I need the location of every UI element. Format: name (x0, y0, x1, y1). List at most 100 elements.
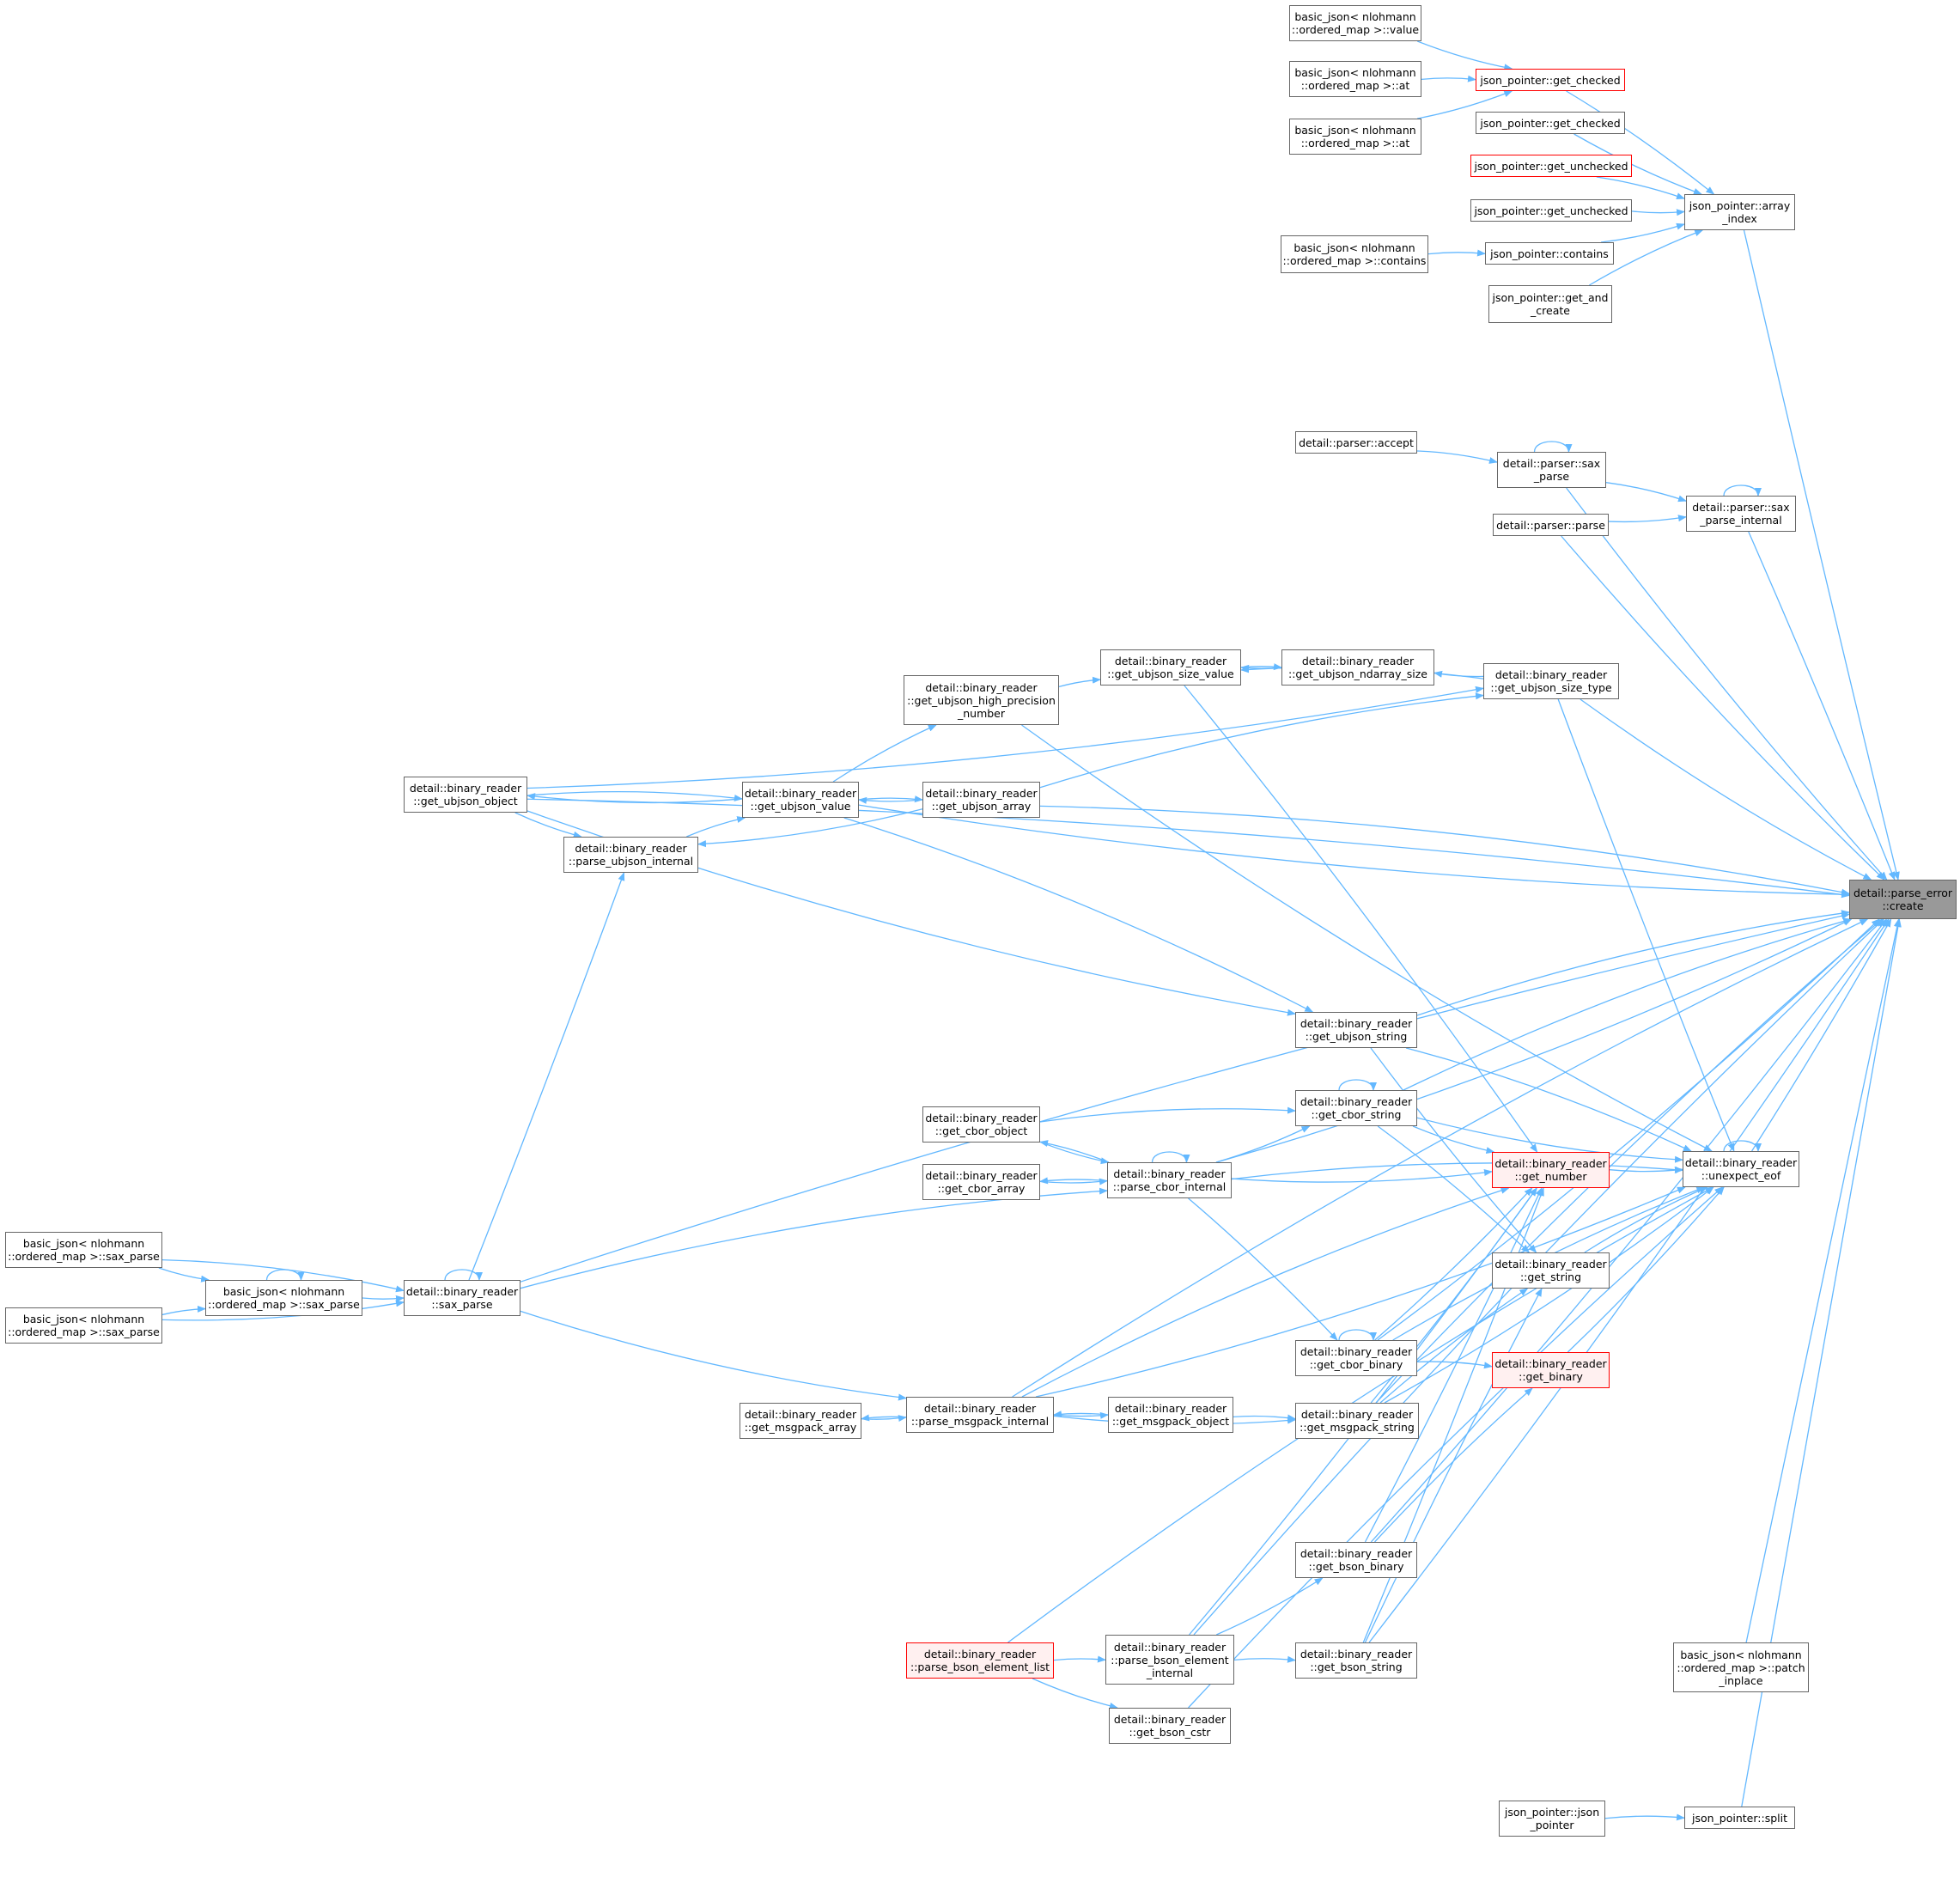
node-jp-get-and-create[interactable]: json_pointer::get_and _create (1488, 285, 1612, 323)
node-br-sax-parse[interactable]: detail::binary_reader ::sax_parse (404, 1280, 520, 1316)
node-bj-at1[interactable]: basic_json< nlohmann ::ordered_map >::at (1289, 61, 1421, 97)
node-parser-sax-parse[interactable]: detail::parser::sax _parse (1497, 452, 1606, 488)
node-jp-get-checked[interactable]: json_pointer::get_checked (1476, 112, 1625, 134)
edge-br-parse-bson-element-internal-to-br-get-bson-binary (1215, 1577, 1324, 1636)
node-br-parse-cbor-internal[interactable]: detail::binary_reader ::parse_cbor_inter… (1107, 1162, 1232, 1198)
edge-br-get-ubjson-string-to-br-get-string (1370, 1047, 1537, 1253)
edge-bj-at2-to-jp-get-checked-r (1417, 90, 1513, 119)
edge-br-get-ubjson-object-to-parse-error-create (527, 798, 1850, 899)
edge-br-parse-msgpack-internal-to-br-get-msgpack-object (1053, 1411, 1109, 1419)
edge-br-get-ubjson-array-to-br-get-ubjson-value (858, 796, 923, 804)
edge-br-parse-cbor-internal-to-br-get-cbor-object (1039, 1140, 1109, 1163)
edge-br-get-msgpack-object-to-br-get-msgpack-string (1233, 1414, 1296, 1422)
node-br-get-msgpack-array[interactable]: detail::binary_reader ::get_msgpack_arra… (740, 1403, 861, 1439)
node-br-unexpect-eof[interactable]: detail::binary_reader ::unexpect_eof (1683, 1151, 1799, 1187)
node-br-get-number[interactable]: detail::binary_reader ::get_number (1492, 1152, 1610, 1188)
edge-br-get-msgpack-array-to-br-parse-msgpack-internal (861, 1415, 907, 1423)
node-parser-parse[interactable]: detail::parser::parse (1493, 514, 1609, 536)
edge-bj-at1-to-jp-get-checked-r (1421, 75, 1476, 82)
node-br-get-msgpack-object[interactable]: detail::binary_reader ::get_msgpack_obje… (1108, 1397, 1233, 1433)
node-br-get-msgpack-string[interactable]: detail::binary_reader ::get_msgpack_stri… (1295, 1403, 1419, 1439)
node-br-get-ubjson-value[interactable]: detail::binary_reader ::get_ubjson_value (742, 782, 859, 818)
node-br-get-ubjson-ndarray-size[interactable]: detail::binary_reader ::get_ubjson_ndarr… (1281, 649, 1434, 686)
node-br-get-bson-cstr[interactable]: detail::binary_reader ::get_bson_cstr (1109, 1708, 1231, 1744)
node-br-get-ubjson-object[interactable]: detail::binary_reader ::get_ubjson_objec… (404, 777, 527, 813)
edge-jp-contains-to-jp-array-index (1600, 222, 1685, 243)
edge-bj-value-to-jp-get-checked-r (1416, 40, 1513, 71)
node-br-get-bson-binary[interactable]: detail::binary_reader ::get_bson_binary (1295, 1542, 1417, 1578)
edge-parser-parse-to-parse-error-create (1561, 535, 1885, 881)
node-br-get-cbor-binary[interactable]: detail::binary_reader ::get_cbor_binary (1295, 1340, 1417, 1376)
edge-br-parse-bson-element-list-to-br-parse-bson-element-internal (1053, 1655, 1106, 1663)
edge-br-get-cbor-string-to-parse-error-create (1403, 917, 1853, 1091)
node-br-get-cbor-array[interactable]: detail::binary_reader ::get_cbor_array (922, 1164, 1040, 1200)
node-jp-get-unchecked[interactable]: json_pointer::get_unchecked (1470, 199, 1632, 222)
node-jp-contains[interactable]: json_pointer::contains (1485, 242, 1614, 265)
node-br-get-ubjson-size-type[interactable]: detail::binary_reader ::get_ubjson_size_… (1483, 663, 1619, 699)
edge-br-get-cbor-binary-to-br-get-number (1374, 1187, 1533, 1341)
node-bj-at2[interactable]: basic_json< nlohmann ::ordered_map >::at (1289, 119, 1421, 155)
node-br-parse-bson-element-list[interactable]: detail::binary_reader ::parse_bson_eleme… (906, 1642, 1054, 1679)
edge-br-get-cbor-string-to-br-get-string (1377, 1125, 1531, 1253)
edge-br-get-string-to-br-unexpect-eof (1584, 1186, 1708, 1253)
edge-br-sax-parse-to-br-parse-msgpack-internal (520, 1310, 907, 1401)
edge-br-parse-bson-element-internal-to-br-get-bson-string (1233, 1655, 1296, 1663)
node-br-get-ubjson-string[interactable]: detail::binary_reader ::get_ubjson_strin… (1295, 1012, 1417, 1048)
edge-parser-sax-parse-internal-to-parser-sax-parse-internal (1723, 484, 1762, 497)
node-bj-sax-parse-a[interactable]: basic_json< nlohmann ::ordered_map >::sa… (5, 1232, 162, 1268)
edge-br-get-ubjson-object-to-br-get-ubjson-size-type (527, 686, 1484, 789)
node-br-parse-ubjson-internal[interactable]: detail::binary_reader ::parse_ubjson_int… (563, 837, 698, 873)
node-bj-patch-inplace[interactable]: basic_json< nlohmann ::ordered_map >::pa… (1673, 1642, 1809, 1692)
edge-jp-json-pointer-to-jp-split (1604, 1813, 1685, 1821)
node-jp-array-index[interactable]: json_pointer::array _index (1684, 194, 1795, 230)
node-parse-error-create[interactable]: detail::parse_error ::create (1849, 880, 1957, 919)
edge-br-unexpect-eof-to-parse-error-create (1751, 918, 1892, 1152)
edge-br-get-ubjson-high-precision-number-to-br-get-ubjson-size-value (1058, 676, 1101, 688)
edge-br-get-ubjson-object-to-br-parse-ubjson-internal (514, 812, 582, 838)
edge-br-get-ubjson-value-to-br-get-ubjson-array (858, 795, 923, 803)
edge-br-get-bson-string-to-parse-error-create (1368, 918, 1890, 1643)
node-br-get-cbor-object[interactable]: detail::binary_reader ::get_cbor_object (922, 1106, 1040, 1143)
edge-br-get-msgpack-object-to-br-parse-msgpack-internal (1053, 1411, 1109, 1418)
edge-bj-sax-parse-c-to-br-sax-parse (161, 1300, 405, 1321)
node-br-parse-msgpack-internal[interactable]: detail::binary_reader ::parse_msgpack_in… (906, 1397, 1054, 1433)
node-br-parse-bson-element-internal[interactable]: detail::binary_reader ::parse_bson_eleme… (1105, 1635, 1234, 1685)
node-bj-value[interactable]: basic_json< nlohmann ::ordered_map >::va… (1289, 5, 1421, 41)
edge-br-parse-cbor-internal-to-parse-error-create (1216, 918, 1853, 1163)
edge-br-parse-cbor-internal-to-br-get-number (1231, 1169, 1493, 1183)
edge-br-get-cbor-string-to-br-get-cbor-string (1338, 1079, 1377, 1091)
edge-parser-sax-parse-to-parser-sax-parse (1533, 441, 1573, 453)
edge-br-get-ubjson-array-to-br-parse-ubjson-internal (697, 808, 923, 848)
edge-br-parse-msgpack-internal-to-parse-error-create (1012, 918, 1869, 1398)
edge-br-parse-bson-element-list-to-br-get-bson-cstr (1032, 1678, 1118, 1709)
node-parser-accept[interactable]: detail::parser::accept (1295, 431, 1417, 454)
node-br-get-ubjson-array[interactable]: detail::binary_reader ::get_ubjson_array (922, 782, 1040, 818)
node-parser-sax-parse-internal[interactable]: detail::parser::sax _parse_internal (1686, 496, 1796, 532)
node-br-get-bson-string[interactable]: detail::binary_reader ::get_bson_string (1295, 1642, 1417, 1679)
edge-br-get-cbor-binary-to-parse-error-create (1377, 918, 1880, 1341)
node-br-get-string[interactable]: detail::binary_reader ::get_string (1492, 1252, 1610, 1289)
edge-br-get-cbor-object-to-br-get-cbor-string (1039, 1106, 1296, 1123)
edge-br-get-ubjson-value-to-br-get-ubjson-object (527, 793, 743, 804)
node-bj-sax-parse-b[interactable]: basic_json< nlohmann ::ordered_map >::sa… (205, 1280, 362, 1316)
node-br-get-ubjson-size-value[interactable]: detail::binary_reader ::get_ubjson_size_… (1100, 649, 1241, 686)
node-br-get-ubjson-high-precision-number[interactable]: detail::binary_reader ::get_ubjson_high_… (904, 675, 1059, 725)
edge-br-get-cbor-string-to-br-get-number (1412, 1125, 1495, 1154)
edge-bj-sax-parse-b-to-bj-sax-parse-b (265, 1269, 305, 1281)
edge-parser-sax-parse-internal-to-parse-error-create (1748, 531, 1896, 881)
edge-br-sax-parse-to-br-parse-cbor-internal (520, 1187, 1108, 1289)
edge-br-parse-bson-element-list-to-br-unexpect-eof (1007, 1186, 1714, 1643)
node-jp-json-pointer[interactable]: json_pointer::json _pointer (1499, 1801, 1605, 1837)
node-jp-split[interactable]: json_pointer::split (1684, 1807, 1795, 1829)
node-bj-contains[interactable]: basic_json< nlohmann ::ordered_map >::co… (1281, 235, 1428, 273)
node-bj-sax-parse-c[interactable]: basic_json< nlohmann ::ordered_map >::sa… (5, 1307, 162, 1344)
edge-br-get-bson-binary-to-br-get-number (1364, 1187, 1543, 1543)
edge-br-get-ubjson-high-precision-number-to-br-unexpect-eof (1021, 724, 1713, 1152)
node-br-get-binary[interactable]: detail::binary_reader ::get_binary (1492, 1352, 1610, 1388)
node-jp-get-checked-r[interactable]: json_pointer::get_checked (1476, 69, 1625, 91)
edge-br-parse-cbor-internal-to-br-parse-cbor-internal (1151, 1151, 1190, 1163)
node-jp-get-unchecked-r[interactable]: json_pointer::get_unchecked (1470, 155, 1632, 177)
edge-br-get-msgpack-string-to-parse-error-create (1375, 918, 1884, 1404)
node-br-get-cbor-string[interactable]: detail::binary_reader ::get_cbor_string (1295, 1090, 1417, 1126)
